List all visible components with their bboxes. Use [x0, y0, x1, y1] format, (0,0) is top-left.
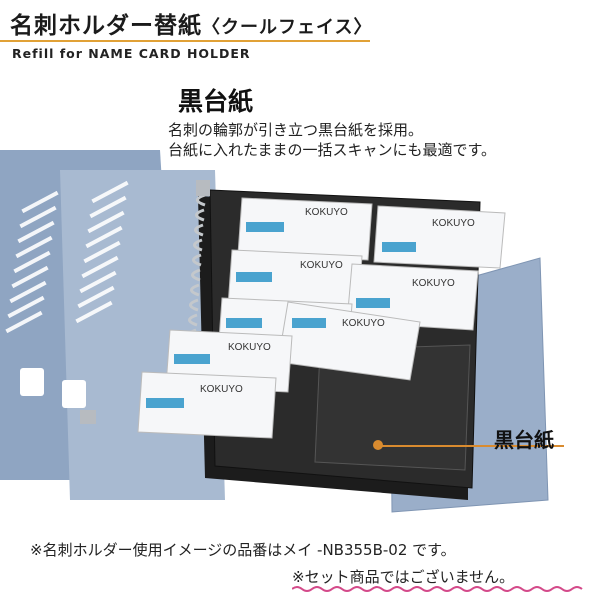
- card-brand: KOKUYO: [300, 260, 343, 271]
- empty-pocket: [314, 344, 471, 471]
- title-underline: [0, 40, 370, 42]
- title-sub: 〈クールフェイス〉: [202, 17, 373, 38]
- cover-tab: [20, 368, 44, 396]
- card-brand: KOKUYO: [200, 384, 243, 395]
- card-brand: KOKUYO: [412, 278, 455, 289]
- header: 名刺ホルダー替紙〈クールフェイス〉 Refill for NAME CARD H…: [0, 0, 600, 70]
- business-card: KOKUYO: [346, 263, 479, 331]
- card-brand: KOKUYO: [342, 318, 385, 329]
- binder-illustration: KOKUYO KOKUYO KOKUYO KOKUYO KOKUYO KOKUY…: [0, 150, 549, 513]
- cover-tab: [62, 380, 86, 408]
- business-card: KOKUYO: [137, 371, 277, 439]
- binder-slots: [5, 180, 129, 334]
- ring-clip: [196, 180, 210, 196]
- feature-description: 名刺の輪郭が引き立つ黒台紙を採用。 台紙に入れたままの一括スキャンにも最適です。: [168, 120, 496, 160]
- note-not-set: ※セット商品ではございません。: [292, 568, 515, 586]
- wavy-underline: [292, 586, 583, 592]
- feature-title: 黒台紙: [178, 87, 254, 116]
- title-main: 名刺ホルダー替紙: [10, 13, 202, 39]
- card-brand: KOKUYO: [305, 207, 348, 218]
- business-card: KOKUYO: [373, 205, 506, 269]
- subtitle: Refill for NAME CARD HOLDER: [12, 46, 251, 61]
- callout-label: 黒台紙: [494, 428, 554, 452]
- card-brand: KOKUYO: [432, 218, 475, 229]
- note-model-number: ※名刺ホルダー使用イメージの品番はメイ -NB355B-02 です。: [30, 541, 456, 559]
- card-brand: KOKUYO: [228, 342, 271, 353]
- business-card-loose: KOKUYO: [277, 301, 421, 381]
- page-title: 名刺ホルダー替紙〈クールフェイス〉: [10, 6, 372, 40]
- feature-line-1: 名刺の輪郭が引き立つ黒台紙を採用。: [168, 121, 424, 139]
- ring-clip: [80, 410, 96, 424]
- callout-line: [378, 445, 564, 447]
- feature-line-2: 台紙に入れたままの一括スキャンにも最適です。: [168, 141, 497, 159]
- business-card: KOKUYO: [237, 197, 373, 261]
